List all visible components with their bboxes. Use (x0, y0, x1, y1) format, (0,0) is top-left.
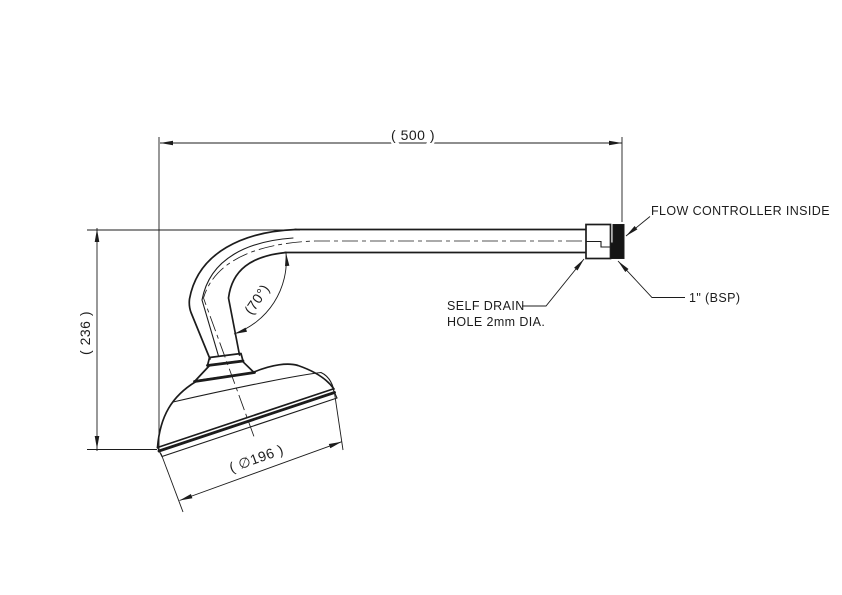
rim-top-edge (156, 388, 334, 449)
extension-line-left (160, 453, 184, 513)
bend-highlight-line (201, 237, 294, 357)
self-drain-text-line2: HOLE 2mm DIA. (447, 315, 545, 329)
arrowhead-left (160, 140, 173, 146)
bsp-thread-text: 1" (BSP) (689, 291, 740, 305)
flow-controller-text: FLOW CONTROLLER INSIDE (651, 204, 830, 218)
arm-centerline (203, 240, 582, 439)
shower-head (156, 352, 338, 458)
dimension-500: ( 500 ) (158, 125, 623, 450)
dimension-236: ( 236 ) (75, 228, 300, 451)
arrowhead-top (285, 253, 290, 267)
dimension-500-label: ( 500 ) (391, 127, 435, 143)
fitting-step-line (585, 240, 612, 248)
dome-right-flank (253, 363, 335, 390)
shower-arm (188, 228, 587, 439)
arrowhead-bottom (94, 436, 100, 449)
dimension-angle-70: (70°) (233, 252, 290, 335)
fitting-thread-section (610, 224, 625, 259)
leader-arrowhead (626, 226, 638, 236)
extension-line-right (334, 392, 344, 451)
bend-outer-edge (188, 228, 297, 360)
diameter-label: ( ∅196 ) (227, 441, 286, 475)
dome-crease-line (172, 371, 335, 403)
leader-arrowhead (618, 261, 629, 272)
dimension-line (179, 441, 342, 501)
arrowhead-top (94, 229, 100, 242)
dimension-196: ( ∅196 ) (160, 392, 344, 513)
arrowhead-bottom (234, 327, 247, 334)
leader-line (617, 260, 685, 298)
leader-line (522, 258, 585, 307)
rim-outer-edge (157, 391, 336, 453)
arrowhead-left (179, 494, 193, 501)
angle-label: (70°) (241, 281, 273, 317)
bend-inner-edge (227, 251, 287, 356)
wall-fitting (585, 223, 625, 260)
rim-face-edge (161, 397, 338, 458)
self-drain-text-line1: SELF DRAIN (447, 299, 525, 313)
dome-left-flank (156, 380, 197, 449)
label-bsp-thread: 1" (BSP) (617, 260, 740, 305)
label-self-drain: SELF DRAIN HOLE 2mm DIA. (447, 258, 585, 329)
dimension-236-label: ( 236 ) (77, 311, 93, 355)
leader-arrowhead (574, 259, 584, 271)
arrowhead-right (609, 140, 622, 146)
head-cone-base-edge (193, 371, 256, 383)
arrowhead-right (328, 441, 342, 449)
label-flow-controller: FLOW CONTROLLER INSIDE (625, 204, 830, 237)
